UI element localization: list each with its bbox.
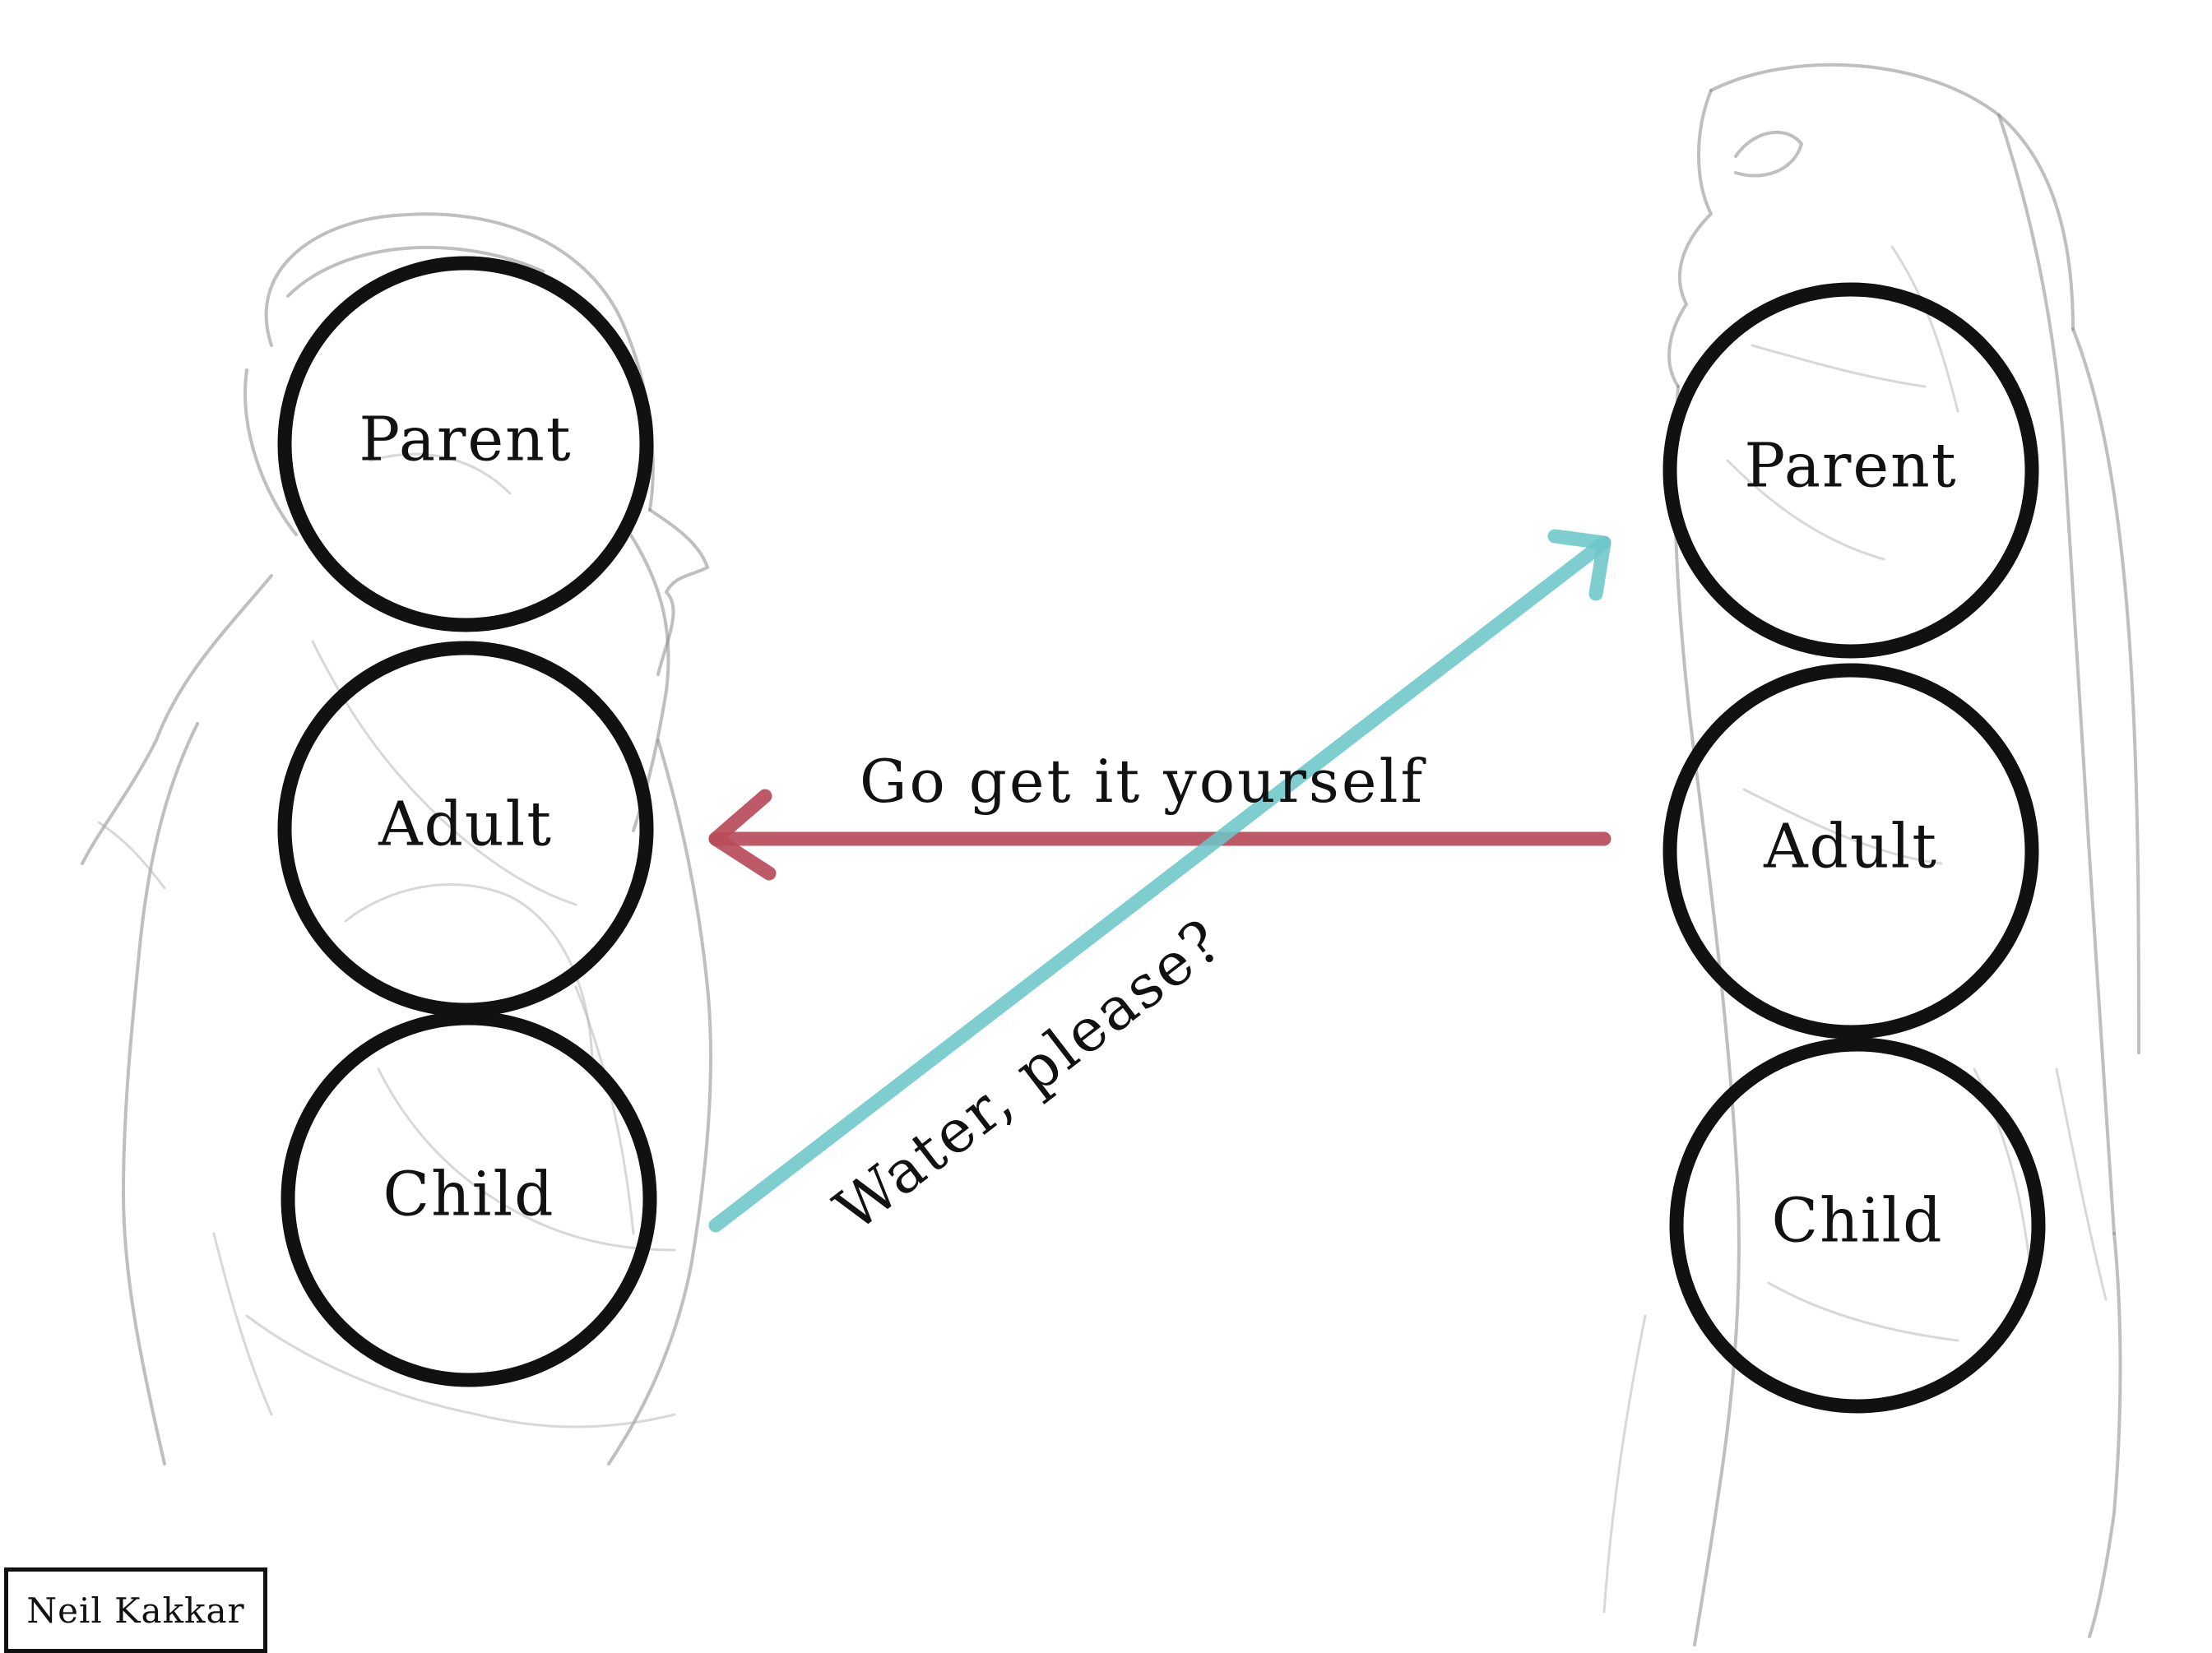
right-child-circle bbox=[1669, 1037, 2046, 1414]
right-ego-states: Parent Adult Child bbox=[1662, 282, 2046, 1414]
left-parent-label: Parent bbox=[359, 404, 572, 475]
left-adult-label: Adult bbox=[378, 789, 553, 859]
response-arrow-head bbox=[708, 789, 777, 881]
request-arrow bbox=[708, 529, 1611, 1233]
left-child-circle bbox=[281, 1011, 657, 1387]
left-adult-circle bbox=[277, 641, 654, 1017]
left-ego-states: Parent Adult Child bbox=[277, 256, 657, 1387]
request-message-label: Water, please? bbox=[822, 905, 1236, 1244]
author-signature-box: Neil Kakkar bbox=[4, 1567, 267, 1653]
left-child-label: Child bbox=[383, 1159, 555, 1229]
right-child-label: Child bbox=[1772, 1185, 1944, 1256]
left-person-sketch bbox=[81, 212, 712, 1465]
right-parent-circle bbox=[1662, 282, 2039, 659]
request-arrow-shaft bbox=[708, 535, 1611, 1233]
response-arrow bbox=[708, 789, 1611, 881]
right-adult-circle bbox=[1662, 663, 2039, 1039]
left-parent-circle bbox=[277, 256, 654, 632]
right-parent-label: Parent bbox=[1744, 430, 1957, 501]
right-adult-label: Adult bbox=[1763, 811, 1938, 882]
request-arrow-head bbox=[1547, 529, 1611, 601]
response-message-label: Go get it yourself bbox=[860, 747, 1426, 816]
